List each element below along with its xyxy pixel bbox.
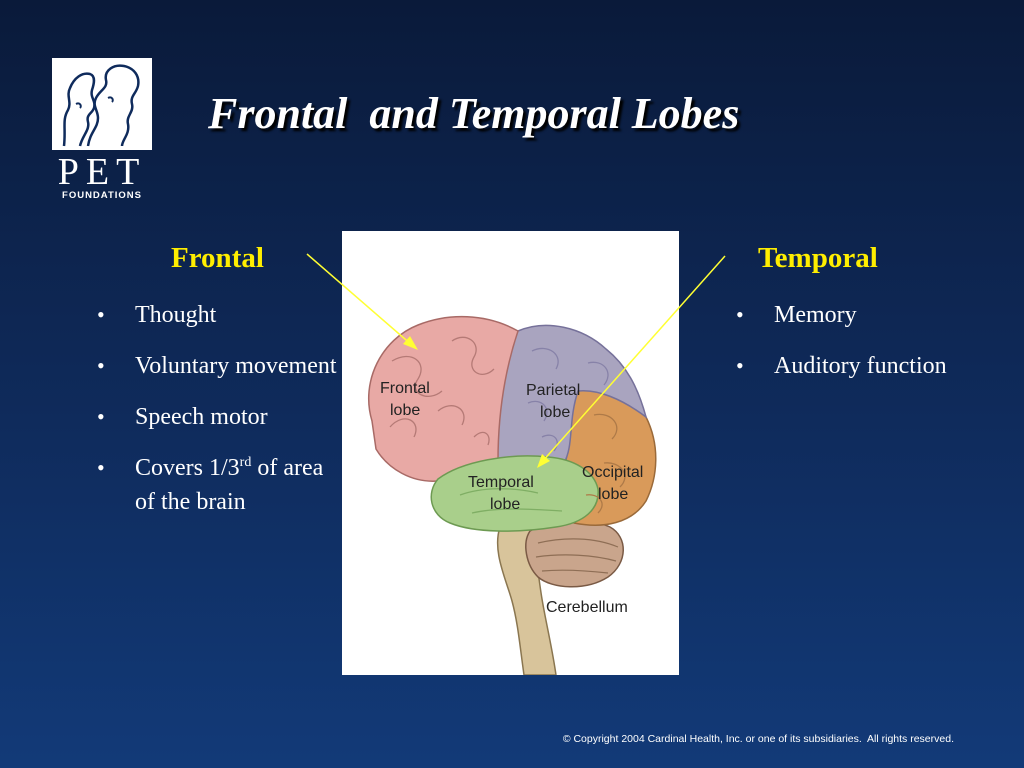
parietal-lobe-label-2: lobe bbox=[540, 404, 570, 421]
temporal-bullet-list: • Memory • Auditory function bbox=[736, 298, 1016, 400]
list-item: • Auditory function bbox=[736, 349, 1016, 383]
brain-illustration: Frontal lobe Parietal lobe Temporal lobe… bbox=[342, 231, 679, 675]
list-item: • Voluntary movement bbox=[97, 349, 347, 383]
frontal-bullet-list: • Thought • Voluntary movement • Speech … bbox=[97, 298, 347, 536]
temporal-lobe-label: Temporal bbox=[468, 474, 534, 491]
bullet-icon: • bbox=[97, 353, 105, 378]
list-item: • Thought bbox=[97, 298, 347, 332]
logo-pet-text: PET bbox=[57, 151, 147, 193]
bullet-icon: • bbox=[736, 302, 744, 327]
list-item-text: Auditory function bbox=[774, 353, 947, 379]
occipital-lobe-label-2: lobe bbox=[598, 486, 628, 503]
cerebellum-region bbox=[525, 519, 624, 588]
temporal-heading: Temporal bbox=[758, 242, 878, 274]
list-item-text: Covers 1/3rd of area of the brain bbox=[135, 455, 323, 515]
temporal-lobe-label-2: lobe bbox=[490, 496, 520, 513]
list-item-text-post: of area of the brain bbox=[135, 455, 324, 515]
bullet-icon: • bbox=[97, 302, 105, 327]
superscript-rd: rd bbox=[239, 455, 252, 470]
pet-foundations-logo: PET FOUNDATIONS bbox=[52, 58, 152, 202]
logo-foundations-text: FOUNDATIONS bbox=[62, 190, 142, 201]
copyright-notice: © Copyright 2004 Cardinal Health, Inc. o… bbox=[562, 733, 954, 745]
list-item-text: Thought bbox=[135, 302, 217, 328]
frontal-lobe-region bbox=[367, 315, 519, 482]
list-item-text-pre: Covers 1/3 bbox=[135, 455, 240, 481]
parietal-lobe-label: Parietal bbox=[526, 382, 580, 399]
list-item: • Speech motor bbox=[97, 400, 347, 434]
list-item-text: Speech motor bbox=[135, 404, 268, 430]
cerebellum-label: Cerebellum bbox=[546, 599, 628, 616]
frontal-lobe-label-2: lobe bbox=[390, 402, 420, 419]
list-item-text: Memory bbox=[774, 302, 857, 328]
bullet-icon: • bbox=[97, 455, 105, 480]
frontal-lobe-label: Frontal bbox=[380, 380, 430, 397]
occipital-lobe-label: Occipital bbox=[582, 464, 643, 481]
bullet-icon: • bbox=[97, 404, 105, 429]
faces-logo-icon bbox=[52, 58, 152, 150]
list-item: • Covers 1/3rd of area of the brain bbox=[97, 451, 347, 519]
list-item-text: Voluntary movement bbox=[135, 353, 337, 379]
brain-diagram: Frontal lobe Parietal lobe Temporal lobe… bbox=[367, 315, 657, 675]
frontal-heading: Frontal bbox=[171, 242, 264, 274]
list-item: • Memory bbox=[736, 298, 1016, 332]
bullet-icon: • bbox=[736, 353, 744, 378]
slide-title: Frontal and Temporal Lobes bbox=[208, 89, 740, 138]
